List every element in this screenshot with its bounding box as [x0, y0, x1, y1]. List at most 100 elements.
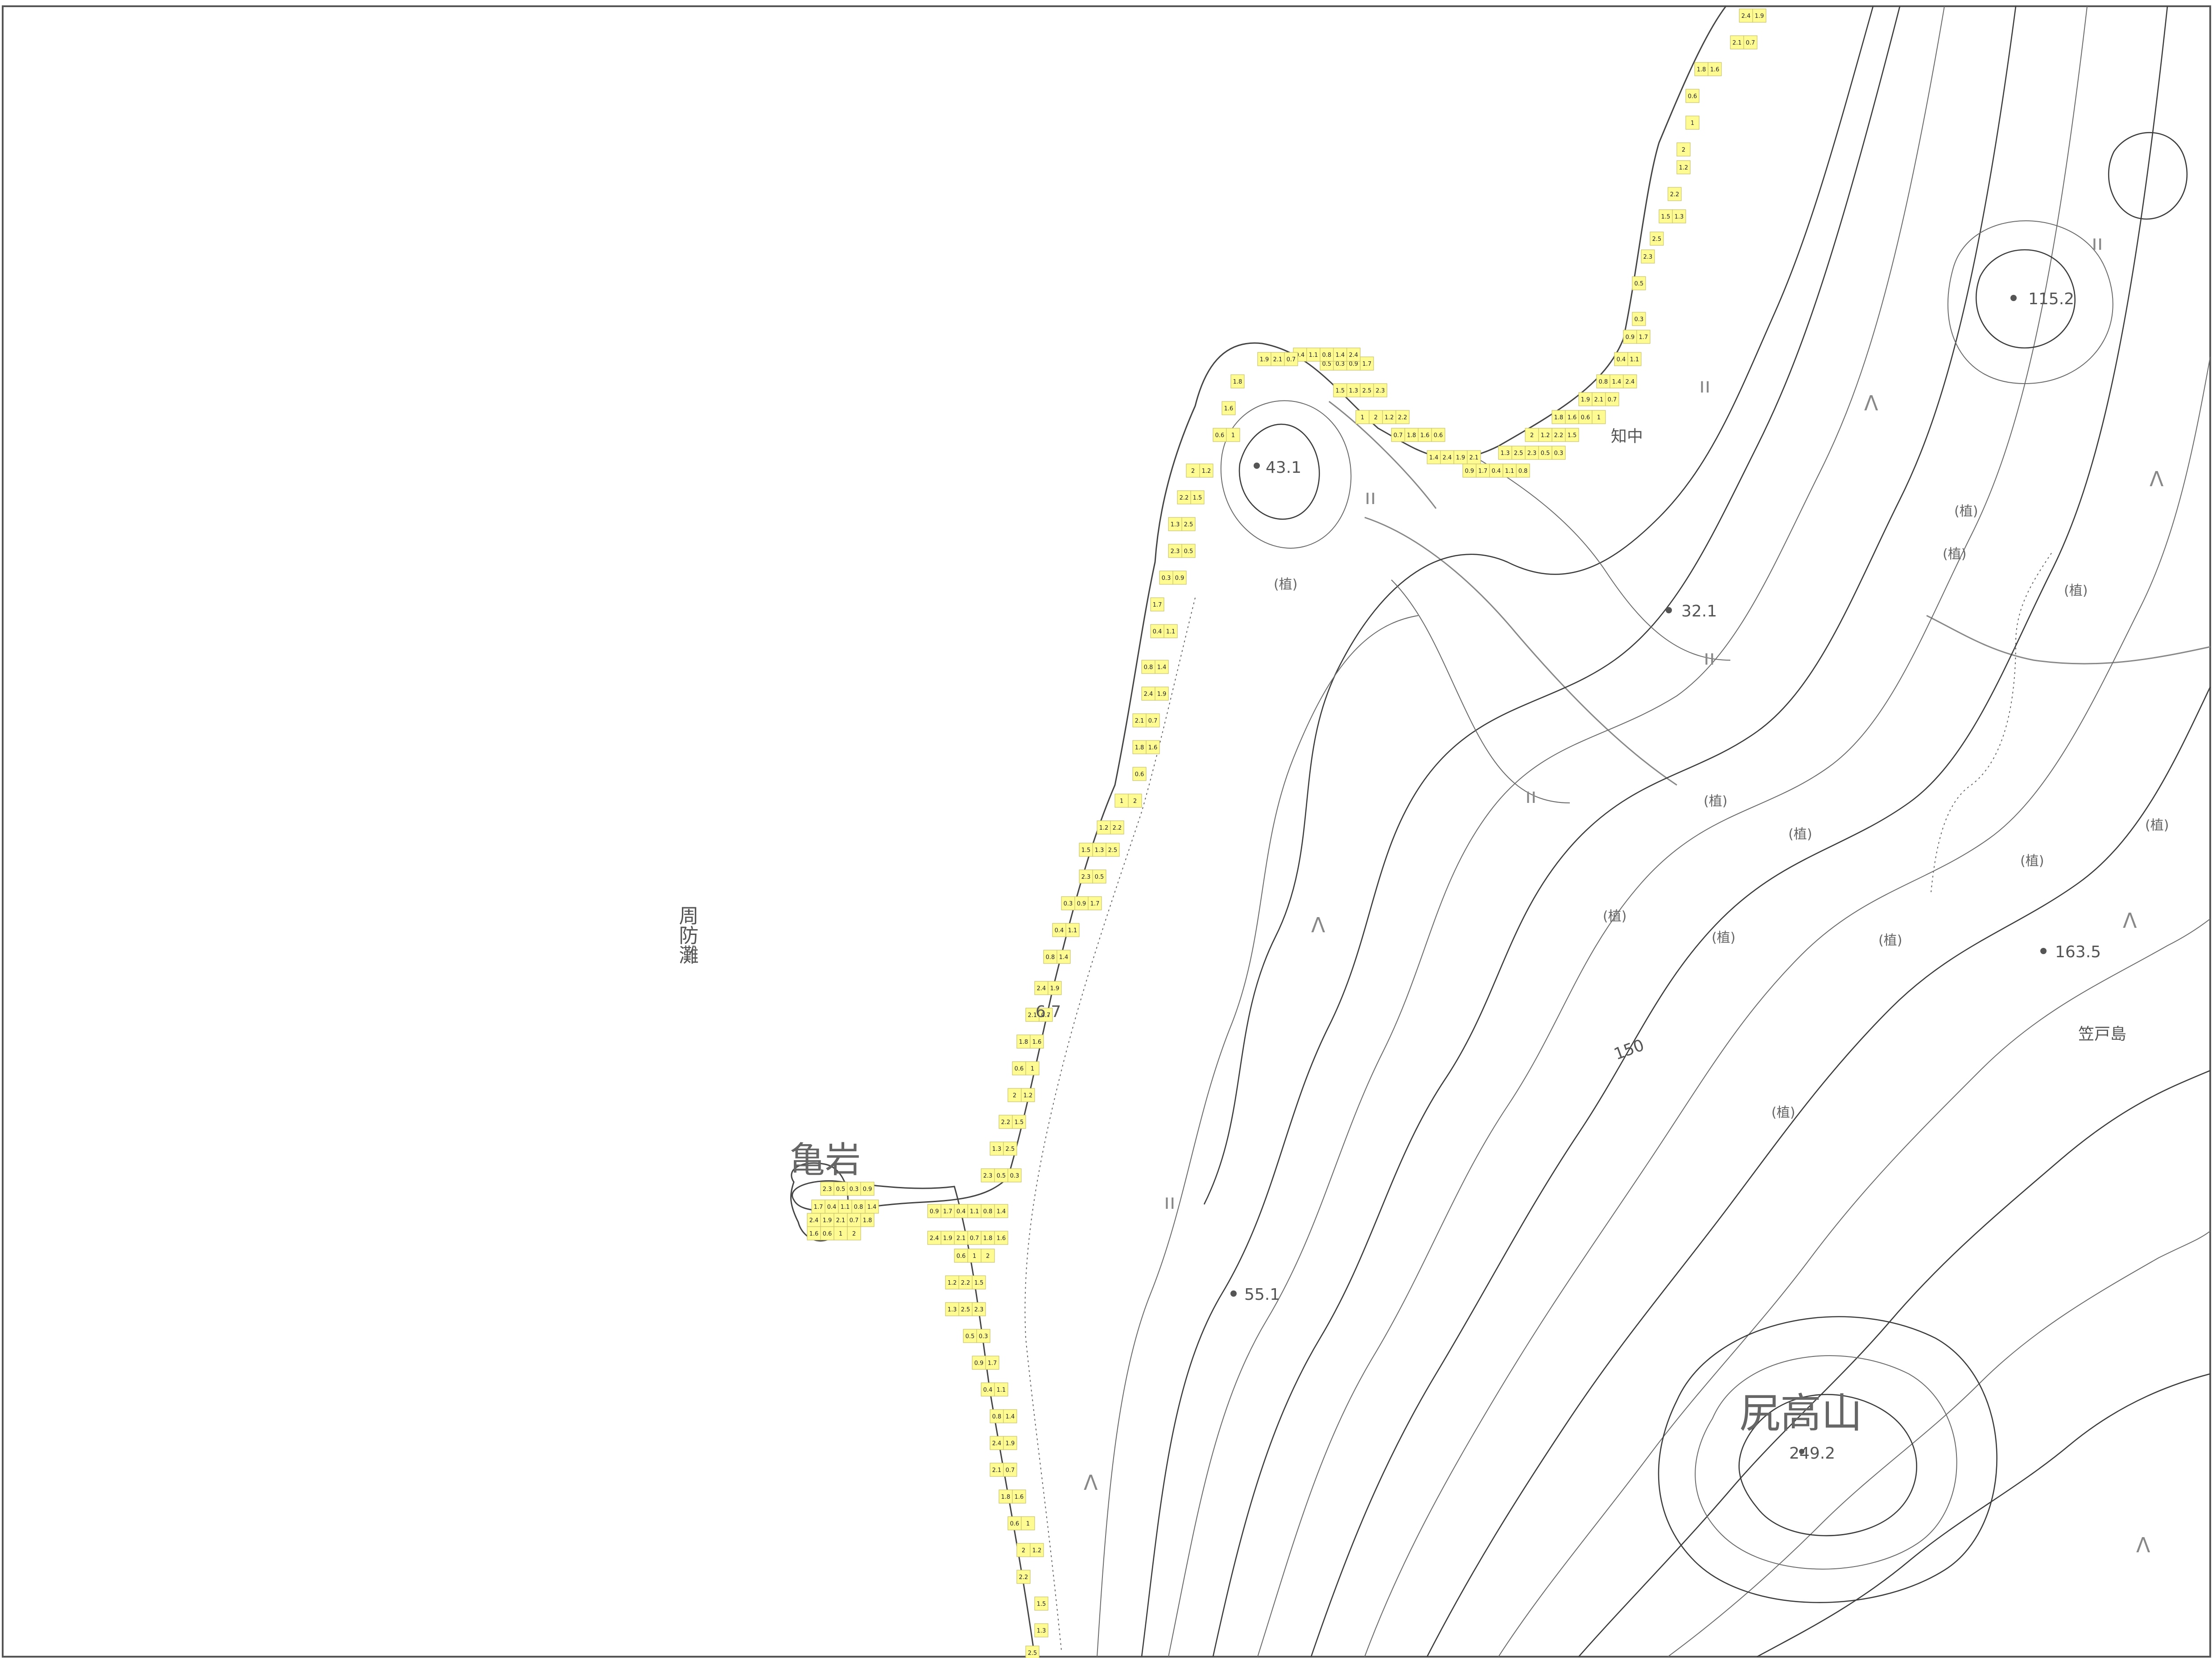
depth-value-label: 2.2 — [1554, 432, 1564, 439]
depth-value-label: 0.7 — [1148, 718, 1158, 724]
depth-cell — [1552, 410, 1566, 424]
depth-value-label: 1.9 — [1006, 1440, 1015, 1447]
depth-value-label: 2.3 — [1376, 388, 1385, 394]
depth-cell — [985, 1356, 999, 1370]
depth-cell — [1552, 428, 1566, 442]
depth-cell — [1168, 544, 1182, 558]
depth-value-label: 1.4 — [1612, 379, 1622, 385]
depth-value-label: 2 — [852, 1231, 856, 1237]
depth-value-label: 1.5 — [1081, 847, 1091, 854]
depth-cell — [1453, 450, 1468, 464]
depth-cell — [999, 1489, 1013, 1504]
elevation-point — [1799, 1449, 1804, 1454]
depth-cell — [1150, 624, 1164, 638]
depth-value-label: 0.4 — [1492, 468, 1501, 475]
depth-cell — [820, 1182, 834, 1196]
cliff-line-east — [1931, 553, 2052, 893]
elevation-label: 43.1 — [1266, 459, 1301, 477]
depth-cell — [1003, 1463, 1017, 1477]
depth-value-label: 2.5 — [1006, 1146, 1015, 1153]
depth-value-label: 2.1 — [992, 1467, 1002, 1474]
depth-cell — [981, 1382, 995, 1397]
depth-value-label: 1.8 — [1407, 432, 1416, 439]
depth-value-label: 2.4 — [1144, 691, 1153, 698]
depth-value-label: 2.5 — [1652, 236, 1662, 243]
depth-cell — [981, 1204, 995, 1218]
depth-cell — [860, 1182, 875, 1196]
depth-value-label: 2.2 — [1001, 1119, 1011, 1126]
depth-value-label: 2.2 — [1180, 495, 1189, 501]
depth-cell — [941, 1231, 955, 1245]
elevation-point — [2010, 295, 2017, 301]
depth-value-label: 0.5 — [1184, 548, 1193, 555]
depth-value-label: 0.5 — [997, 1173, 1006, 1179]
depth-value-label: 1 — [1120, 798, 1123, 805]
depth-value-label: 2.4 — [1626, 379, 1635, 385]
depth-cell — [1609, 374, 1624, 389]
depth-value-label: 1.7 — [1153, 602, 1162, 608]
depth-value-label: 1.1 — [1630, 356, 1639, 363]
depth-cell — [1382, 410, 1396, 424]
depth-value-label: 1.8 — [1001, 1494, 1011, 1501]
depth-cell — [1164, 624, 1178, 638]
depth-value-label: 0.5 — [966, 1333, 975, 1340]
depth-value-label: 1 — [1597, 414, 1601, 421]
depth-value-label: 1.4 — [1157, 664, 1167, 671]
depth-cell — [1061, 896, 1075, 910]
tree-symbol: ᐱ — [1864, 391, 1878, 415]
depth-cell — [847, 1213, 861, 1227]
depth-cell — [1048, 981, 1062, 995]
depth-cell — [945, 1275, 959, 1290]
depth-value-label: 0.4 — [983, 1387, 993, 1393]
depth-value-label: 1.3 — [1501, 450, 1510, 457]
depth-cell — [990, 1436, 1004, 1450]
mountain-name-label: 尻高山 — [1739, 1389, 1862, 1437]
depth-value-label: 1.7 — [814, 1204, 823, 1211]
depth-cell — [825, 1199, 839, 1214]
depth-value-label: 1.9 — [823, 1217, 832, 1224]
depth-value-label: 1.8 — [863, 1217, 872, 1224]
depth-value-label: 1.8 — [1554, 414, 1564, 421]
elevation-point — [1230, 1290, 1237, 1297]
depth-value-label: 1 — [1231, 432, 1235, 439]
depth-value-label: 1.6 — [1224, 405, 1234, 412]
depth-cell — [976, 1329, 990, 1343]
depth-value-label: 1 — [1691, 120, 1694, 127]
depth-value-label: 1.8 — [1233, 379, 1242, 385]
depth-value-label: 2.4 — [1349, 352, 1358, 359]
depth-value-label: 1.5 — [1193, 495, 1202, 501]
depth-value-label: 2 — [1133, 798, 1137, 805]
depth-cells: 2.4 1.9 2.1 0.7 1.8 1.6 0.6 1 2 1.2 2.2 1.5 1.3 2.5 2.… — [807, 8, 1766, 1658]
place-label-kasado: 笠戸島 — [2078, 1025, 2126, 1043]
depth-cell — [1614, 352, 1628, 366]
depth-cell — [1146, 740, 1160, 754]
depth-cell — [1565, 410, 1579, 424]
depth-cell — [1181, 544, 1196, 558]
depth-cell — [1360, 383, 1374, 397]
depth-cell — [1025, 1061, 1040, 1075]
depth-cell — [994, 1231, 1008, 1245]
depth-cell — [1502, 463, 1517, 478]
depth-value-label: 2.1 — [836, 1217, 846, 1224]
depth-value-label: 1 — [1026, 1521, 1030, 1527]
elevation-label: 6.7 — [1036, 1003, 1061, 1021]
depth-value-label: 0.8 — [983, 1208, 993, 1215]
depth-cell — [981, 1231, 995, 1245]
depth-cell — [1065, 923, 1080, 937]
depth-value-label: 0.6 — [1434, 432, 1443, 439]
depth-value-label: 1.3 — [1349, 388, 1358, 394]
depth-value-label: 2.2 — [1113, 825, 1122, 831]
depth-cell — [1636, 330, 1651, 344]
depth-value-label: 1.1 — [1309, 352, 1318, 359]
depth-value-label: 2 — [1530, 432, 1534, 439]
depth-value-label: 2.3 — [1643, 254, 1653, 260]
depth-value-label: 0.4 — [827, 1204, 837, 1211]
depth-cell — [1025, 1646, 1040, 1658]
depth-cell — [1672, 209, 1686, 223]
depth-value-label: 1.2 — [1023, 1092, 1033, 1099]
vegetation-label: (植) — [1274, 577, 1297, 592]
depth-cell — [1181, 517, 1196, 531]
depth-cell — [1395, 410, 1410, 424]
depth-value-label: 0.6 — [1215, 432, 1225, 439]
depth-cell — [1440, 450, 1454, 464]
